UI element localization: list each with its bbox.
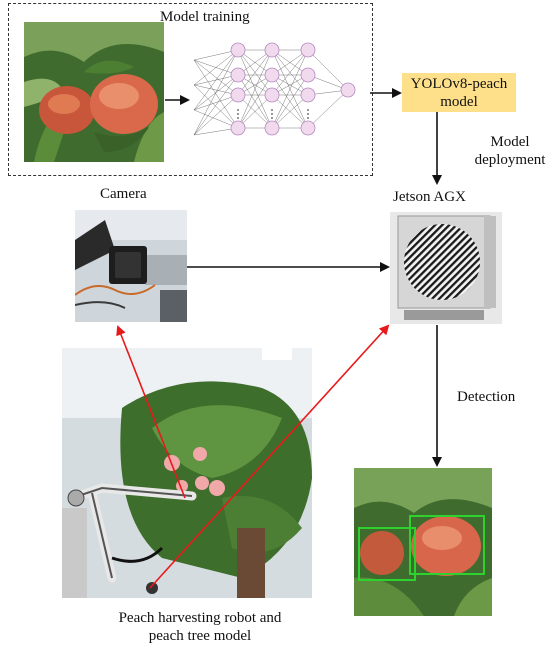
detection-result-photo bbox=[354, 468, 492, 616]
training-peach-photo bbox=[24, 22, 164, 162]
yolov8-peach-model-box: YOLOv8-peach model bbox=[402, 73, 516, 112]
model-training-box bbox=[8, 3, 373, 176]
model-label-line1: YOLOv8-peach bbox=[410, 76, 508, 92]
model-deployment-label: Model deployment bbox=[474, 134, 546, 168]
model-label-line2: model bbox=[440, 94, 478, 110]
model-training-title: Model training bbox=[160, 9, 250, 25]
red-arrow-robot-to-camera bbox=[116, 325, 186, 499]
camera-label: Camera bbox=[100, 186, 147, 202]
neural-network-diagram bbox=[190, 40, 370, 150]
jetson-agx-label: Jetson AGX bbox=[393, 189, 466, 205]
bbox-right bbox=[409, 515, 485, 575]
detection-label: Detection bbox=[457, 389, 516, 405]
camera-photo bbox=[75, 210, 187, 322]
jetson-agx-photo bbox=[390, 212, 502, 324]
robot-and-tree-photo bbox=[62, 348, 312, 598]
bbox-left bbox=[358, 527, 416, 581]
red-arrow-robot-to-jetson bbox=[149, 324, 390, 589]
robot-caption: Peach harvesting robot and peach tree mo… bbox=[118, 610, 282, 644]
